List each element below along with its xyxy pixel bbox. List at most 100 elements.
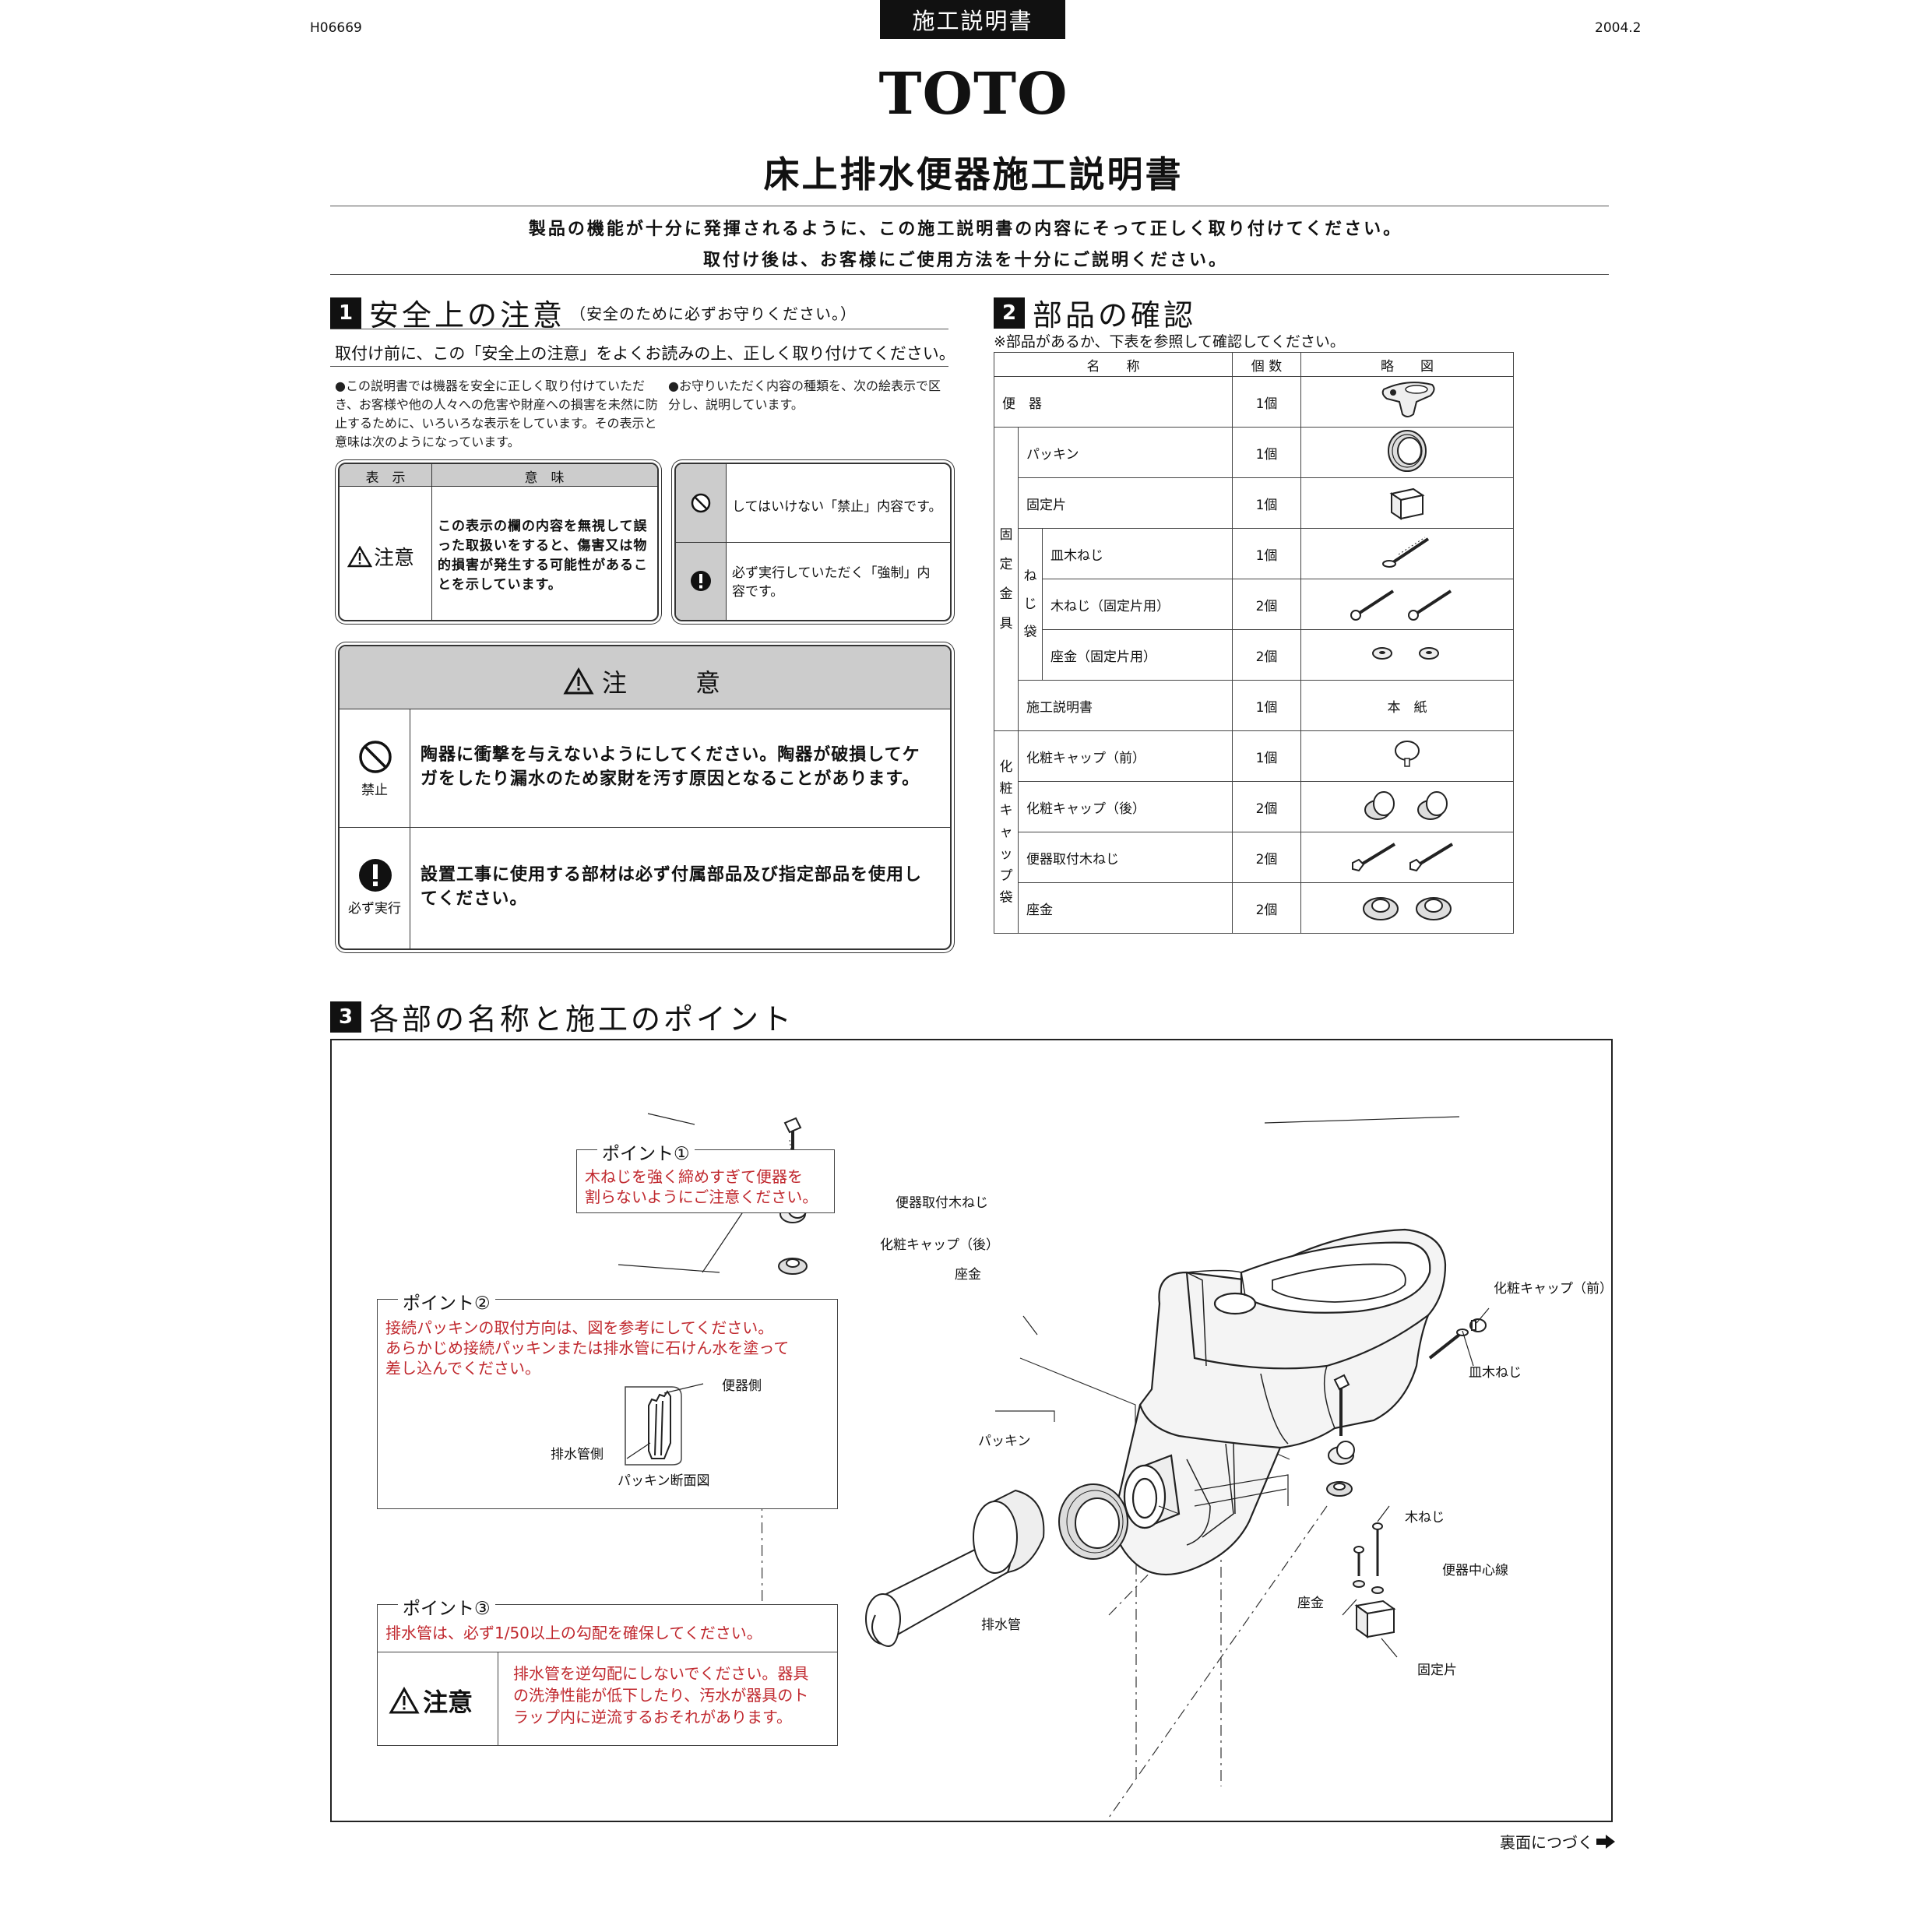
table-row: 座金 2個 xyxy=(994,882,1514,934)
symbol-prohibition-text: してはいけない「禁止」内容です。 xyxy=(732,499,942,515)
caution-mandatory-label: 必ず実行 xyxy=(348,901,401,917)
mandatory-icon xyxy=(359,859,392,892)
symbol-legend: してはいけない「禁止」内容です。 必ず実行していただく「強制」内容です。 xyxy=(674,463,952,621)
parts-table: 名 称 個 数 略 図 便 器 1個 固定金具 パッキン 1個 固定片 1個 ね… xyxy=(994,352,1514,934)
group-kotei: 固定金具 xyxy=(994,427,1019,731)
point2-text-2: あらかじめ接続パッキンまたは排水管に石けん水を塗って xyxy=(385,1339,790,1357)
label-washer: 座金 xyxy=(955,1267,981,1283)
section3-heading: 3 各部の名称と施工のポイント xyxy=(330,995,794,1038)
point3-caution-2: の洗浄性能が低下したり、汚水が器具のト xyxy=(513,1686,809,1705)
section3-title: 各部の名称と施工のポイント xyxy=(369,1002,795,1036)
caution-title: 注 意 xyxy=(340,663,950,699)
caution-box: 注 意 禁止 陶器に衝撃を与えないようにしてください。陶器が破損してケガをしたり… xyxy=(338,645,952,950)
point3-caution-1: 排水管を逆勾配にしないでください。器具 xyxy=(513,1664,809,1683)
washer-icon xyxy=(1363,896,1452,920)
section1-note-right: ●お守りいただく内容の種類を、次の絵表示で区分し、説明しています。 xyxy=(668,378,941,412)
table-row: 固定片 1個 xyxy=(994,477,1514,529)
symbol-mandatory-text: 必ず実行していただく「強制」内容です。 xyxy=(732,565,931,600)
label-packing: パッキン xyxy=(978,1434,1031,1449)
parts-header-drawing: 略 図 xyxy=(1300,352,1514,377)
toilet-icon xyxy=(1381,381,1435,417)
point3-caution-label: 注意 xyxy=(389,1683,473,1719)
section1-rule-2 xyxy=(330,366,948,367)
legend-caution-label: 注意 xyxy=(347,542,414,571)
label-washer-2: 座金 xyxy=(1297,1596,1324,1611)
table-row: 化粧キャップ（後） 2個 xyxy=(994,781,1514,832)
continue-note: 裏面につづく xyxy=(1500,1830,1615,1853)
section1-lead: 取付け前に、この「安全上の注意」をよくお読みの上、正しく取り付けてください。 xyxy=(335,344,955,363)
block-icon xyxy=(1389,487,1425,520)
point3-title: ポイント③ xyxy=(398,1593,495,1620)
table-row: 木ねじ（固定片用） 2個 xyxy=(994,579,1514,630)
label-cap-front: 化粧キャップ（前） xyxy=(1494,1281,1613,1297)
warning-triangle-icon xyxy=(389,1687,420,1714)
table-row: 便 器 1個 xyxy=(994,376,1514,428)
group-neji: ねじ袋 xyxy=(1018,528,1043,681)
fig-caption: パッキン断面図 xyxy=(618,1473,710,1489)
label-fixing-block: 固定片 xyxy=(1417,1663,1457,1678)
caution-prohibition-label: 禁止 xyxy=(361,783,388,798)
arrow-right-icon xyxy=(1596,1834,1615,1849)
screw-icon xyxy=(1382,537,1430,568)
legend-meaning-text: この表示の欄の内容を無視して誤った取扱いをすると、傷害又は物的損害が発生する可能… xyxy=(438,519,648,593)
toto-logo: TOTO xyxy=(878,61,1068,128)
label-flat-screw: 皿木ねじ xyxy=(1469,1365,1522,1381)
label-wood-screw: 木ねじ xyxy=(1405,1510,1445,1526)
caution-item-1-text: 陶器に衝撃を与えないようにしてください。陶器が破損してケガをしたり漏水のため家財… xyxy=(421,745,920,789)
washer-icon xyxy=(1372,646,1439,660)
cap-icon xyxy=(1364,790,1448,820)
page-title: 床上排水便器施工説明書 xyxy=(763,153,1184,195)
point2-text-3: 差し込んでください。 xyxy=(385,1359,540,1378)
section2-title: 部品の確認 xyxy=(1033,298,1197,333)
parts-header-name: 名 称 xyxy=(994,352,1233,377)
group-cap: 化粧キャップ袋 xyxy=(994,730,1019,934)
intro-line-2: 取付け後は、お客様にご使用方法を十分にご説明ください。 xyxy=(702,251,1229,270)
section1-subtitle: （安全のために必ずお守りください。） xyxy=(570,304,857,323)
section3-frame xyxy=(330,1039,1613,1822)
point2-box: ポイント② 接続パッキンの取付方向は、図を参考にしてください。 あらかじめ接続パ… xyxy=(377,1288,838,1509)
screw-icon xyxy=(1352,842,1454,871)
section1-title: 安全上の注意 xyxy=(369,298,566,333)
warning-triangle-icon xyxy=(347,545,372,567)
table-row: 施工説明書 1個 本 紙 xyxy=(994,680,1514,731)
point3-caution-3: ラップ内に逆流するおそれがあります。 xyxy=(513,1708,792,1726)
point1-title: ポイント① xyxy=(597,1138,695,1165)
section1-note-left: ●この説明書では機器を安全に正しく取り付けていただき、お客様や他の人々への危害や… xyxy=(335,378,658,449)
table-row: 化粧キャップ袋 化粧キャップ（前） 1個 xyxy=(994,730,1514,934)
screw-icon xyxy=(1350,589,1452,621)
intro-line-1: 製品の機能が十分に発揮されるように、この施工説明書の内容にそって正しく取り付けて… xyxy=(528,220,1403,239)
section3-number: 3 xyxy=(330,1001,361,1033)
parts-header-qty: 個 数 xyxy=(1232,352,1301,377)
divider-intro xyxy=(330,274,1609,275)
cap-icon xyxy=(1395,740,1420,767)
doc-type-label: 施工説明書 xyxy=(880,0,1065,39)
label-mount-screw: 便器取付木ねじ xyxy=(896,1195,988,1211)
point2-title: ポイント② xyxy=(398,1288,495,1314)
prohibition-icon xyxy=(359,741,392,773)
section2-note: ※部品があるか、下表を参照して確認してください。 xyxy=(994,333,1345,350)
table-row: 便器取付木ねじ 2個 xyxy=(994,832,1514,883)
packing-icon xyxy=(1388,429,1427,472)
legend-header-display: 表 示 xyxy=(365,470,406,486)
point2-text-1: 接続パッキンの取付方向は、図を参考にしてください。 xyxy=(385,1318,774,1337)
point1-text-1: 木ねじを強く締めすぎて便器を xyxy=(585,1167,803,1186)
section1-number: 1 xyxy=(330,297,361,329)
caution-item-2-text: 設置工事に使用する部材は必ず付属部品及び指定部品を使用してください。 xyxy=(421,865,923,909)
label-center-line: 便器中心線 xyxy=(1442,1563,1508,1578)
prohibition-icon xyxy=(691,493,711,513)
point3-text: 排水管は、必ず1/50以上の勾配を確保してください。 xyxy=(385,1624,762,1642)
packing-section-diagram xyxy=(625,1383,704,1466)
warning-triangle-icon xyxy=(563,667,594,695)
mandatory-icon xyxy=(691,571,711,591)
label-cap-rear: 化粧キャップ（後） xyxy=(880,1237,999,1253)
table-row: ねじ袋 皿木ねじ 1個 xyxy=(994,528,1514,681)
point1-box: ポイント① 木ねじを強く締めすぎて便器を 割らないようにご注意ください。 xyxy=(576,1138,835,1213)
installation-diagram xyxy=(618,1113,1490,1818)
document-date: 2004.2 xyxy=(1595,20,1642,36)
section2-heading: 2 部品の確認 xyxy=(994,291,1196,334)
section1-heading: 1 安全上の注意 （安全のために必ずお守りください。） xyxy=(330,291,857,334)
point3-box: ポイント③ 排水管は、必ず1/50以上の勾配を確保してください。 注意 排水管を… xyxy=(377,1593,838,1746)
legend-header-meaning: 意 味 xyxy=(524,470,565,486)
document-code: H06669 xyxy=(310,20,362,36)
legend-table: 表 示 意 味 注意 この表示の欄の内容を無視して誤った取扱いをすると、傷害又は… xyxy=(338,463,659,621)
